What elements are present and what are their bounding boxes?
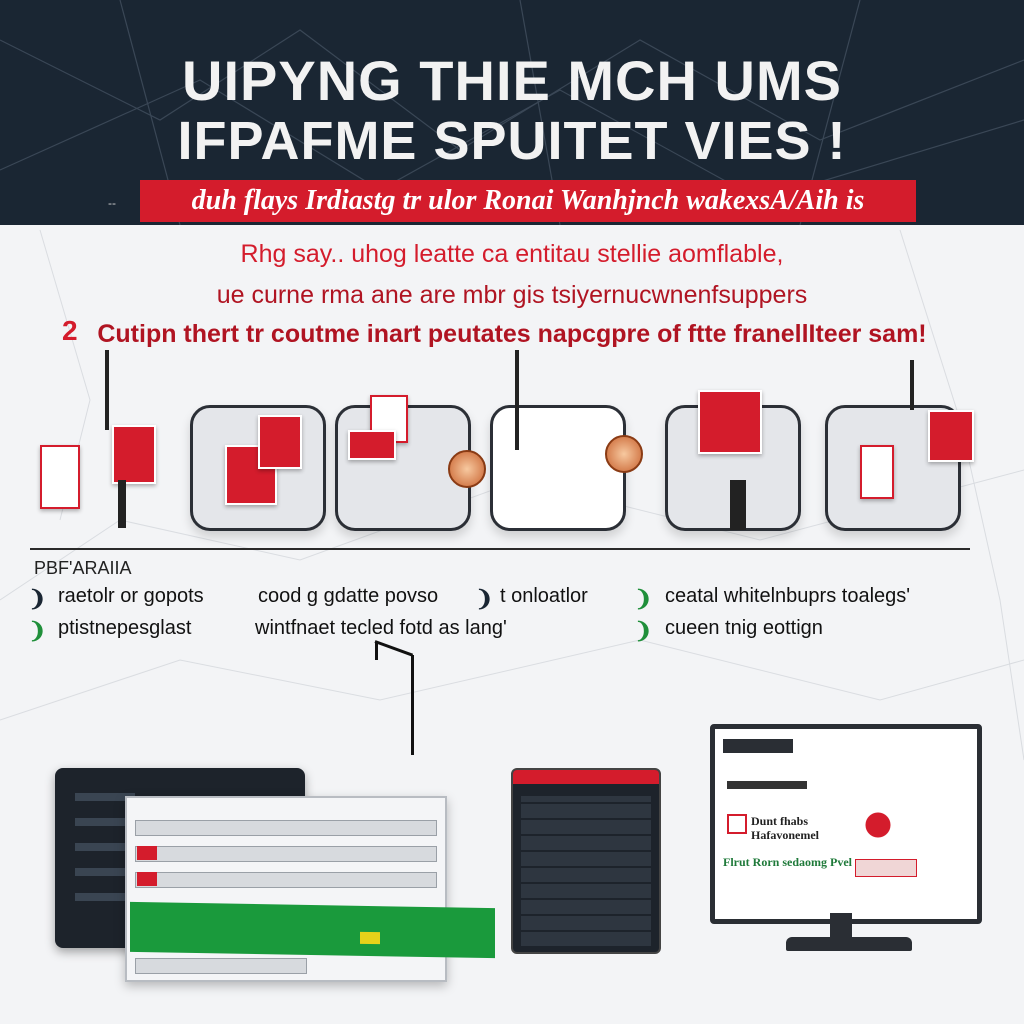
illustration-icon [855, 805, 901, 845]
document-card [40, 445, 80, 509]
form-row[interactable] [135, 846, 437, 862]
subtext-line-3: Cutipn thert tr coutme inart peutates na… [97, 320, 927, 348]
form-row[interactable] [135, 820, 437, 836]
stand [118, 480, 126, 528]
play-icon[interactable] [727, 814, 747, 834]
form-row[interactable] [135, 872, 437, 888]
coin-icon [605, 435, 643, 473]
coin-icon [448, 450, 486, 488]
info-col2-item1: cood g gdatte povso [258, 585, 439, 607]
monitor: Dunt fhabs Hafavonemel Flrut Rorn sedaom… [710, 724, 982, 924]
yellow-marker [360, 931, 380, 945]
section-divider [30, 548, 970, 550]
bullet-icon: ❩ [634, 586, 653, 611]
info-col1-item2: ptistnepesglast [58, 617, 192, 639]
bullet-icon: ❩ [28, 586, 47, 611]
station-3 [490, 405, 626, 531]
process-illustration [30, 350, 994, 550]
monitor-text-2: Hafavonemel [751, 828, 819, 842]
monitor-navbar [723, 739, 793, 753]
bullet-icon: ❩ [634, 618, 653, 643]
red-card [928, 410, 974, 462]
red-card [698, 390, 762, 454]
phone-table [521, 796, 651, 946]
step-number: 2 [62, 315, 78, 346]
cable [375, 642, 378, 660]
monitor-text-1: Dunt fhabs [751, 814, 809, 828]
green-highlight-bar [130, 901, 495, 959]
antenna [910, 360, 914, 410]
headline-banner: duh flays Irdiastg tr ulor Ronai Wanhjnc… [140, 180, 916, 222]
antenna [105, 350, 109, 430]
info-col1-item1: raetolr or gopots [58, 585, 204, 607]
document-card [860, 445, 894, 499]
red-toggle[interactable] [137, 846, 157, 860]
red-card [258, 415, 302, 469]
info-col4-item2: cueen tnig eottign [665, 617, 823, 639]
phone-header [513, 770, 659, 784]
red-card [348, 430, 396, 460]
monitor-heading [727, 781, 807, 789]
monitor-stand [830, 913, 852, 939]
stand [730, 480, 746, 530]
banner-marker: ‑‑ [108, 196, 116, 210]
title-line-2: IFPAFME SPUITET VIES ! [177, 111, 847, 171]
bullet-icon: ❩ [28, 618, 47, 643]
monitor-text-3: Flrut Rorn sedaomg Pvel [723, 855, 852, 869]
info-col4-item1: ceatal whitelnbuprs toalegs' [665, 585, 911, 607]
subtext-line-1: Rhg say.. uhog leatte ca entitau stellie… [240, 240, 784, 268]
red-card [112, 425, 156, 484]
red-label [855, 859, 917, 877]
antenna [515, 350, 519, 450]
section-label: PBF'ARAIIA [34, 558, 132, 578]
info-col2-item2: wintfnaet tecled fotd as lang' [255, 617, 507, 639]
header: UIPYNG THIE MCH UMS IFPAFME SPUITET VIES… [0, 0, 1024, 225]
tablet-screen [75, 793, 135, 901]
subtext-line-2: ue curne rma ane are mbr gis tsiyernucwn… [216, 281, 808, 309]
title-line-1: UIPYNG THIE MCH UMS [182, 49, 842, 112]
bullet-icon: ❩ [475, 586, 494, 611]
red-toggle[interactable] [137, 872, 157, 886]
cable [411, 655, 414, 755]
phone-device [511, 768, 661, 954]
monitor-base [786, 937, 912, 951]
info-col3-item1: t onloatlor [500, 585, 588, 607]
form-row[interactable] [135, 958, 307, 974]
